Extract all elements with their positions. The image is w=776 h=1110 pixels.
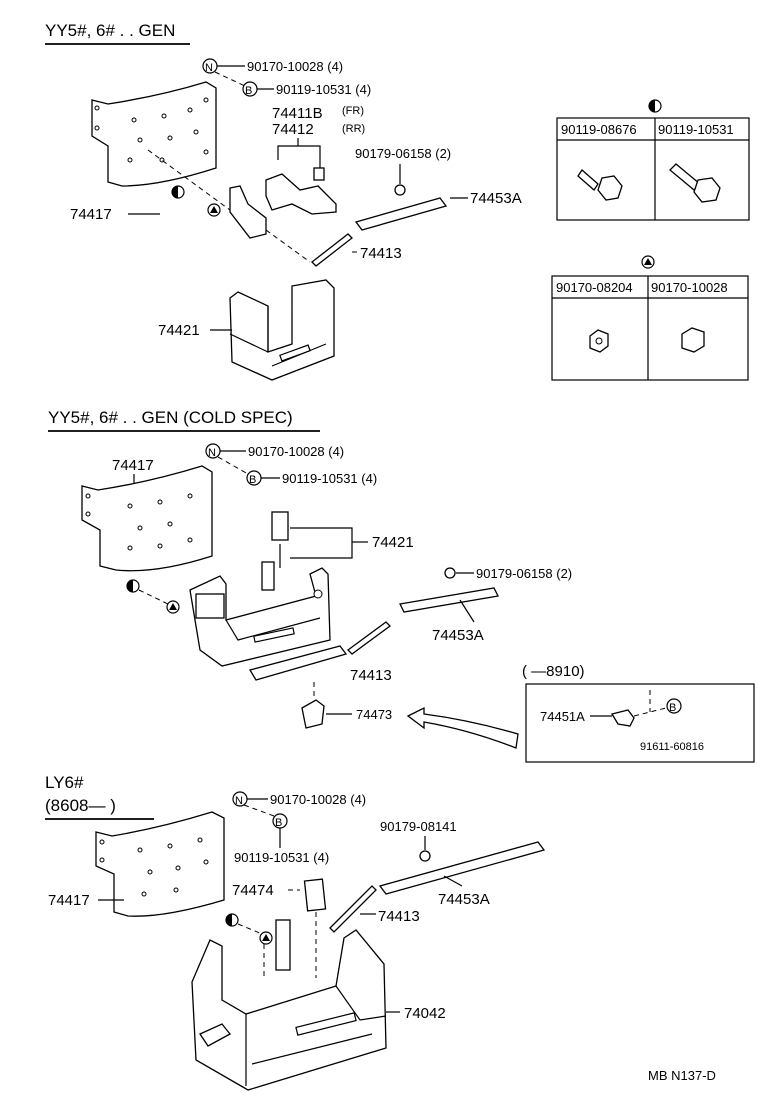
label-s3-clip: 90179-08141 [380,819,457,834]
label-s2-74473: 74473 [356,707,392,722]
bolt-symbol-b: B [242,81,258,97]
inset-header: ( —8910) [522,663,585,680]
section-2: YY5#, 6# . . GEN (COLD SPEC) N 90170-100… [48,408,755,763]
bracket-74417 [81,465,213,572]
label-s3-nut: 90170-10028 (4) [270,792,366,807]
battery-tray-assembly [189,561,348,681]
rod-74413 [329,885,377,933]
bolt-icon-long [669,163,721,203]
section-3-title-line1: LY6# [45,773,84,792]
svg-text:B: B [245,85,252,97]
nut-symbol-hollow [207,203,221,217]
rod-74413 [347,621,391,655]
label-s1-74417: 74417 [70,206,112,223]
section-2-title: YY5#, 6# . . GEN (COLD SPEC) [48,408,293,427]
label-s2-74413: 74413 [350,667,392,684]
inset-box: ( —8910) B 74451A 91611-60816 [522,663,755,763]
bolt-symbol-b: B [666,698,682,714]
battery-tray-74421 [229,279,335,381]
label-s1-74412: 74412 [272,121,314,138]
nut-symbol-hollow [259,931,273,945]
label-s1-74413: 74413 [360,245,402,262]
battery-tray-74042 [191,912,387,1091]
nut-table-symbol [641,255,655,269]
nut-symbol-n: N [205,443,221,459]
svg-text:B: B [275,817,282,829]
label-s3-74453a: 74453A [438,891,490,908]
rod-74413 [311,233,353,267]
label-s2-nut: 90170-10028 (4) [248,444,344,459]
bolt-icon-short [577,169,623,201]
bolt-table: 90119-08676 90119-10531 [556,99,750,221]
hold-down-74453a [399,587,499,613]
label-s1-74453a: 74453A [470,190,522,207]
label-s3-74417: 74417 [48,892,90,909]
nut-symbol-n: N [202,58,218,74]
nut-symbol-n: N [232,791,248,807]
svg-text:B: B [669,702,676,714]
label-s2-74417: 74417 [112,457,154,474]
label-s2-74421: 74421 [372,534,414,551]
bolt-symbol-half [126,579,140,593]
svg-text:B: B [249,474,256,486]
pad-74474 [303,878,327,912]
bolt-table-symbol [648,99,662,113]
nut-icon-large [681,327,705,353]
section-3: LY6# (8608— ) N 90170-10028 (4) B 90119-… [45,773,546,1091]
section-3-title-line2: (8608— ) [45,796,116,815]
bolt-table-col1: 90119-08676 [561,122,637,137]
label-s1-clip: 90179-06158 (2) [355,146,451,161]
label-s1-fr: (FR) [342,105,364,117]
label-s3-74474: 74474 [232,882,274,899]
nut-symbol-hollow [166,600,180,614]
bolt-table-col2: 90119-10531 [658,122,734,137]
label-s1-74411b: 74411B [272,105,323,122]
svg-text:N: N [235,795,243,807]
section-1-title: YY5#, 6# . . GEN [45,21,175,40]
pad-74421 [271,511,289,541]
bolt-symbol-half [171,185,185,199]
nut-table: 90170-08204 90170-10028 [551,255,749,381]
label-s2-clip: 90179-06158 (2) [476,566,572,581]
label-s2-74453a: 74453A [432,627,484,644]
inset-part-label: 74451A [540,709,585,724]
label-s3-bolt: 90119-10531 (4) [234,850,329,865]
bolt-symbol-b: B [272,813,288,829]
hold-down-74453a [378,841,546,895]
nut-icon-small [589,329,609,353]
nut-table-col1: 90170-08204 [556,280,633,295]
inset-arrow [406,706,519,749]
label-s2-bolt: 90119-10531 (4) [282,471,377,486]
bracket-74417 [91,81,217,187]
inset-bolt-label: 91611-60816 [640,741,704,753]
bolt-symbol-b: B [246,470,262,486]
footer-code: MB N137-D [648,1068,716,1083]
label-s1-bolt: 90119-10531 (4) [276,82,371,97]
hold-down-74453a [354,197,448,231]
nut-table-col2: 90170-10028 [651,280,728,295]
label-s1-nut: 90170-10028 (4) [247,59,343,74]
label-s3-74042: 74042 [404,1005,446,1022]
label-s1-rr: (RR) [342,123,365,135]
svg-text:N: N [208,447,216,459]
label-s3-74413: 74413 [378,908,420,925]
bolt-symbol-half [225,913,239,927]
svg-text:N: N [205,62,213,74]
bracket-74417 [95,811,225,917]
cover-74473 [301,699,325,729]
bracket-74411b [265,167,337,215]
label-s1-74421: 74421 [158,322,200,339]
section-1: YY5#, 6# . . GEN N 90170-10028 (4) B 901… [45,21,750,381]
